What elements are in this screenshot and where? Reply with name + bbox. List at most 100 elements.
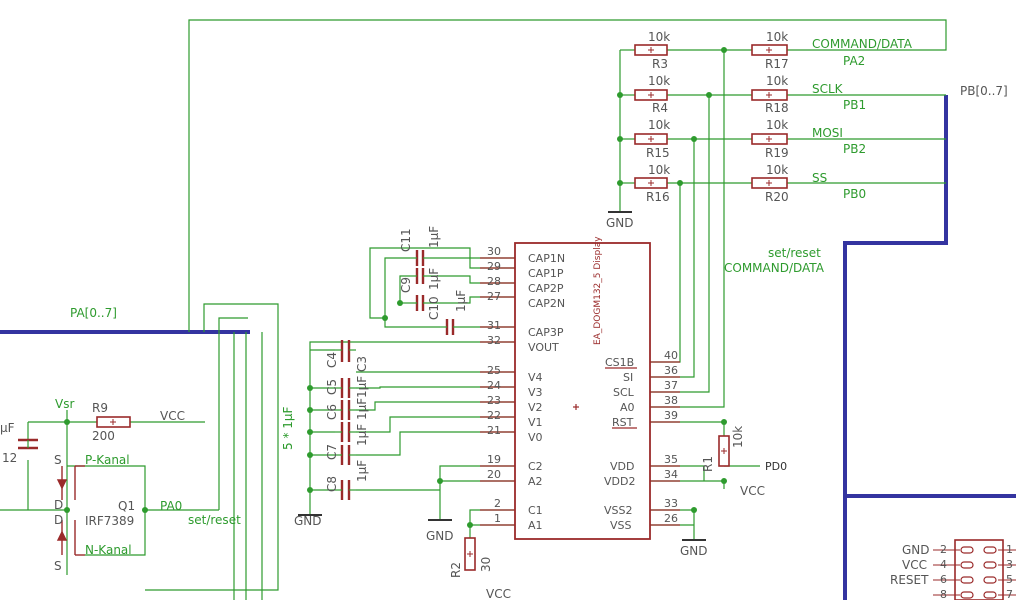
gnd-label-4: GND [680, 544, 708, 558]
pin-name-a1: A1 [528, 519, 543, 532]
r3-name: R3 [652, 57, 668, 71]
r15-name: R15 [646, 146, 670, 160]
label-p-kanal: P-Kanal [85, 453, 130, 467]
label-s-bot: S [54, 559, 62, 573]
wires [0, 19, 947, 600]
pin-name-v0: V0 [528, 431, 543, 444]
c8-value: 1µF [355, 460, 369, 482]
capacitor-plates [18, 250, 455, 500]
label-d-top: D [54, 498, 63, 512]
c6-name: C6 [325, 404, 339, 420]
pin-name-scl: SCL [613, 386, 635, 399]
bus-lines [0, 95, 1016, 600]
label-pb1: PB1 [843, 98, 866, 112]
pin-num-30: 30 [487, 245, 501, 258]
r4-value: 10k [648, 74, 670, 88]
pin-name-v4: V4 [528, 371, 543, 384]
pin-num-19: 19 [487, 453, 501, 466]
pin-name-a2: A2 [528, 475, 543, 488]
c7-name: C7 [325, 444, 339, 460]
pin-name-c1: C1 [528, 504, 543, 517]
pin-num-37: 37 [664, 379, 678, 392]
r9-value: 200 [92, 429, 115, 443]
ic-pin-stubs [480, 257, 680, 526]
pin-num-21: 21 [487, 424, 501, 437]
label-pd0: PD0 [765, 460, 787, 473]
gnd-label-3: GND [426, 529, 454, 543]
pin-num-33: 33 [664, 497, 678, 510]
pin-name-a0: A0 [620, 401, 635, 414]
r16-value: 10k [648, 163, 670, 177]
label-vcc-r9: VCC [160, 409, 185, 423]
c10-name: C10 [427, 296, 441, 320]
gnd-label-2: GND [294, 514, 322, 528]
label-command-data-mid: COMMAND/DATA [724, 261, 825, 275]
r2-name: R2 [449, 562, 463, 578]
c10-value: 1µF [454, 290, 468, 312]
pin-num-35: 35 [664, 453, 678, 466]
r3-value: 10k [648, 30, 670, 44]
pin-name-cap1p: CAP1P [528, 267, 564, 280]
pin-num-26: 26 [664, 512, 678, 525]
pin-num-2: 2 [494, 497, 501, 510]
connector-pin-8: 8 [940, 588, 947, 600]
label-pa2: PA2 [843, 54, 865, 68]
r1-value: 10k [731, 426, 745, 448]
connector-pin-4: 4 [940, 558, 947, 571]
connector-pin-3: 3 [1006, 558, 1013, 571]
label-ss: SS [812, 171, 827, 185]
pin-num-34: 34 [664, 468, 678, 481]
pin-name-cs1b: CS1B [605, 356, 634, 369]
pin-name-vss: VSS [610, 519, 632, 532]
pin-name-c2: C2 [528, 460, 543, 473]
r20-value: 10k [766, 163, 788, 177]
pin-name-vdd: VDD [610, 460, 634, 473]
label-set-reset-mid: set/reset [768, 246, 821, 260]
capacitor-leads [27, 257, 460, 491]
pin-num-27: 27 [487, 290, 501, 303]
label-pb0: PB0 [843, 187, 866, 201]
r19-name: R19 [765, 146, 789, 160]
pin-num-39: 39 [664, 409, 678, 422]
label-vsr: Vsr [55, 397, 74, 411]
c9-value: 1µF [427, 268, 441, 290]
c5-value: 1µF [355, 376, 369, 398]
connector-pin-6: 6 [940, 573, 947, 586]
resistor-bodies [96, 44, 788, 571]
label-s-top: S [54, 453, 62, 467]
ic-right-pin-numbers: 40 36 37 38 39 35 34 33 26 [664, 349, 678, 525]
label-d-bot: D [54, 513, 63, 527]
c9-name: C9 [399, 277, 413, 293]
r15-value: 10k [648, 118, 670, 132]
label-c12: 12 [2, 451, 17, 465]
label-vcc-r2: VCC [486, 587, 511, 600]
connector-pin-1: 1 [1006, 543, 1013, 556]
label-set-reset-left: set/reset [188, 513, 241, 527]
ic-right-pin-names: CS1B SI SCL A0 RST VDD VDD2 VSS2 VSS [604, 356, 635, 532]
c5-name: C5 [325, 379, 339, 395]
c7-value: 1µF [355, 424, 369, 446]
ic-left-pin-names: CAP1N CAP1P CAP2P CAP2N CAP3P VOUT V4 V3… [528, 252, 565, 532]
pin-num-29: 29 [487, 260, 501, 273]
connector-label-vcc: VCC [902, 558, 927, 572]
pin-num-24: 24 [487, 379, 501, 392]
r18-name: R18 [765, 101, 789, 115]
connector-pin-2: 2 [940, 543, 947, 556]
r9-name: R9 [92, 401, 108, 415]
label-pa0: PA0 [160, 499, 182, 513]
pin-name-cap1n: CAP1N [528, 252, 565, 265]
junctions [64, 47, 727, 528]
r17-value: 10k [766, 30, 788, 44]
r17-name: R17 [765, 57, 789, 71]
connector-pin-5: 5 [1006, 573, 1013, 586]
label-five-caps: 5 * 1µF [281, 406, 295, 450]
pin-num-36: 36 [664, 364, 678, 377]
r16-name: R16 [646, 190, 670, 204]
r4-name: R4 [652, 101, 668, 115]
pin-name-cap3p: CAP3P [528, 326, 564, 339]
ic-name: EA_DOGM132_5 Display [593, 236, 603, 345]
pin-name-v2: V2 [528, 401, 543, 414]
pin-num-31: 31 [487, 319, 501, 332]
label-irf: IRF7389 [85, 514, 134, 528]
